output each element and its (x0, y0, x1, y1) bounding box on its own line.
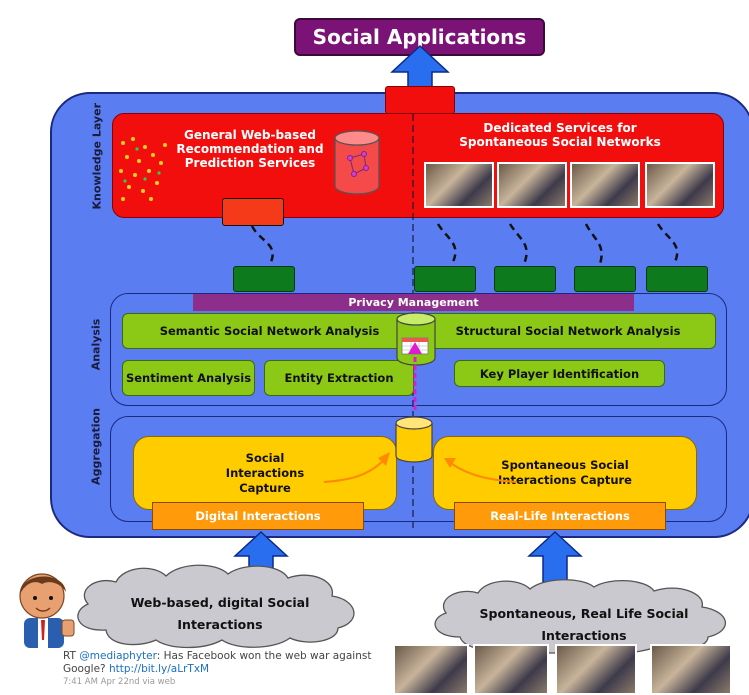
connector-tab-1 (233, 266, 295, 292)
bottom-photo-2 (473, 644, 549, 695)
title-text: Social Applications (312, 25, 527, 49)
web-cloud-label: Web-based, digital Social Interactions (130, 595, 310, 632)
social-capture-label: Social Interactions Capture (225, 450, 305, 495)
event-photo-4 (645, 162, 715, 208)
bottom-photo-3 (555, 644, 637, 695)
privacy-management-bar: Privacy Management (193, 294, 634, 311)
dashed-links (250, 223, 679, 265)
knowledge-layer-label: Knowledge Layer (90, 103, 104, 210)
analysis-layer-label: Analysis (89, 318, 103, 371)
event-photo-2 (497, 162, 567, 208)
connector-tab-2 (414, 266, 476, 292)
key-player-box: Key Player Identification (454, 360, 665, 387)
spontaneous-capture-label: Spontaneous Social Interactions Capture (498, 458, 632, 487)
analysis-panel (110, 293, 727, 406)
general-connector (222, 198, 284, 226)
digital-interactions-bar: Digital Interactions (152, 502, 364, 530)
connector-tab-5 (646, 266, 708, 292)
analysis-database-icon (396, 312, 436, 366)
aggregation-panel (110, 416, 727, 522)
connector-tab-3 (494, 266, 556, 292)
entity-extraction-box: Entity Extraction (264, 360, 414, 396)
avatar-icon (19, 573, 75, 648)
spontaneous-capture-box: Spontaneous Social Interactions Capture (433, 436, 697, 510)
bottom-photo-1 (393, 644, 469, 695)
dedicated-services-label: Dedicated Services for Spontaneous Socia… (459, 121, 661, 149)
curved-arrow-right-icon (444, 458, 517, 483)
aggregation-database-icon (395, 416, 433, 463)
event-photo-3 (570, 162, 640, 208)
event-photo-1 (424, 162, 494, 208)
reallife-interactions-bar: Real-Life Interactions (454, 502, 666, 530)
social-applications-box: Social Applications (294, 18, 545, 56)
connector-tab-4 (574, 266, 636, 292)
curved-arrow-left-icon (323, 452, 390, 483)
social-capture-box: Social Interactions Capture (133, 436, 397, 510)
bottom-photo-4 (650, 644, 732, 695)
spontaneous-cloud-label: Spontaneous, Real Life Social Interactio… (479, 606, 689, 643)
database-icon (334, 130, 380, 195)
tweet-prefix: RT (63, 650, 80, 662)
tweet-handle-link[interactable]: @mediaphyter (79, 650, 157, 662)
tweet-meta: 7:41 AM Apr 22nd via web (63, 677, 176, 687)
semantic-analysis-box: Semantic Social Network Analysis (122, 313, 417, 349)
tweet-url-link[interactable]: http://bit.ly/aLrTxM (108, 663, 210, 675)
tweet: RT @mediaphyter: Has Facebook won the we… (63, 650, 393, 689)
magenta-arrow-icon (408, 342, 422, 410)
structural-analysis-box: Structural Social Network Analysis (420, 313, 716, 349)
sentiment-analysis-box: Sentiment Analysis (122, 360, 255, 396)
general-services-label: General Web-based Recommendation and Pre… (176, 128, 324, 170)
network-graph-icon (119, 137, 167, 201)
output-connector (385, 86, 455, 114)
aggregation-layer-label: Aggregation (89, 408, 103, 485)
tweet-text: : Has Facebook won the web war against G… (63, 650, 372, 675)
web-cloud-shape (77, 564, 355, 649)
